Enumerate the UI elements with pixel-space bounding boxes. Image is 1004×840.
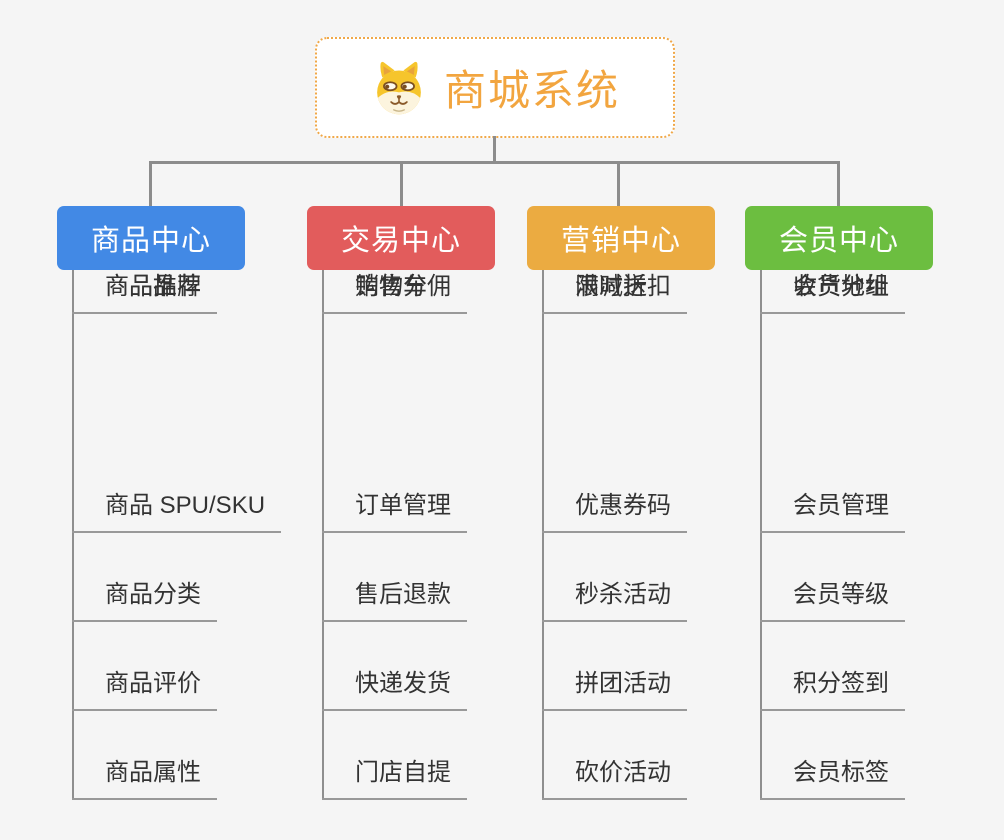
leaf-node[interactable]: 销售分佣: [322, 270, 467, 314]
branch-product-center: 商品中心 商品 SPU/SKU 商品分类 商品评价 商品属性 商品推荐 商品品牌: [57, 206, 307, 800]
connector-root-stem: [493, 136, 496, 163]
connector-bus: [149, 161, 840, 164]
branch-line: [322, 270, 324, 798]
branch-box-trade-center[interactable]: 交易中心: [307, 206, 495, 270]
leaf-node[interactable]: 收货地址: [760, 270, 905, 314]
branch-label: 营销中心: [560, 225, 681, 257]
leaf-node[interactable]: 订单管理: [322, 489, 467, 533]
leaf-node[interactable]: 门店自提: [322, 756, 467, 800]
leaf-node[interactable]: 快递发货: [322, 667, 467, 711]
leaf-node[interactable]: 商品评价: [72, 667, 217, 711]
root-title: 商城系统: [443, 67, 620, 114]
branch-line: [542, 270, 544, 798]
branch-label: 商品中心: [90, 225, 211, 257]
branch-line: [760, 270, 762, 798]
branch-member-center: 会员中心 会员管理 会员等级 积分签到 会员标签 会员分组 收货地址: [745, 206, 995, 800]
leaf-node[interactable]: 优惠券码: [542, 489, 687, 533]
branch-label: 交易中心: [340, 225, 461, 257]
root-node[interactable]: 商城系统: [315, 37, 675, 138]
connector-drop-trade: [400, 161, 403, 207]
connector-drop-marketing: [617, 161, 620, 207]
leaf-node[interactable]: 商品 SPU/SKU: [72, 489, 282, 533]
connector-drop-member: [837, 161, 840, 207]
branch-box-marketing-center[interactable]: 营销中心: [527, 206, 715, 270]
leaf-node[interactable]: 商品属性: [72, 756, 217, 800]
connector-drop-product: [149, 161, 152, 207]
leaf-node[interactable]: 会员标签: [760, 756, 905, 800]
branch-trade-center: 交易中心 订单管理 售后退款 快递发货 门店自提 购物车 销售分佣: [307, 206, 557, 800]
leaf-node[interactable]: 满减送: [542, 270, 663, 314]
branch-box-product-center[interactable]: 商品中心: [57, 206, 245, 270]
leaf-node[interactable]: 拼团活动: [542, 667, 687, 711]
leaf-node[interactable]: 砍价活动: [542, 756, 687, 800]
dog-face-icon: [377, 61, 421, 114]
branch-box-member-center[interactable]: 会员中心: [745, 206, 933, 270]
leaf-node[interactable]: 商品品牌: [72, 270, 217, 314]
leaf-node[interactable]: 商品分类: [72, 578, 217, 622]
leaf-node[interactable]: 秒杀活动: [542, 578, 687, 622]
branch-marketing-center: 营销中心 优惠券码 秒杀活动 拼团活动 砍价活动 限时折扣 满减送: [527, 206, 777, 800]
leaf-node[interactable]: 会员管理: [760, 489, 905, 533]
branch-label: 会员中心: [778, 225, 899, 257]
leaf-node[interactable]: 积分签到: [760, 667, 905, 711]
branch-line: [72, 270, 74, 798]
leaf-node[interactable]: 售后退款: [322, 578, 467, 622]
leaf-node[interactable]: 会员等级: [760, 578, 905, 622]
